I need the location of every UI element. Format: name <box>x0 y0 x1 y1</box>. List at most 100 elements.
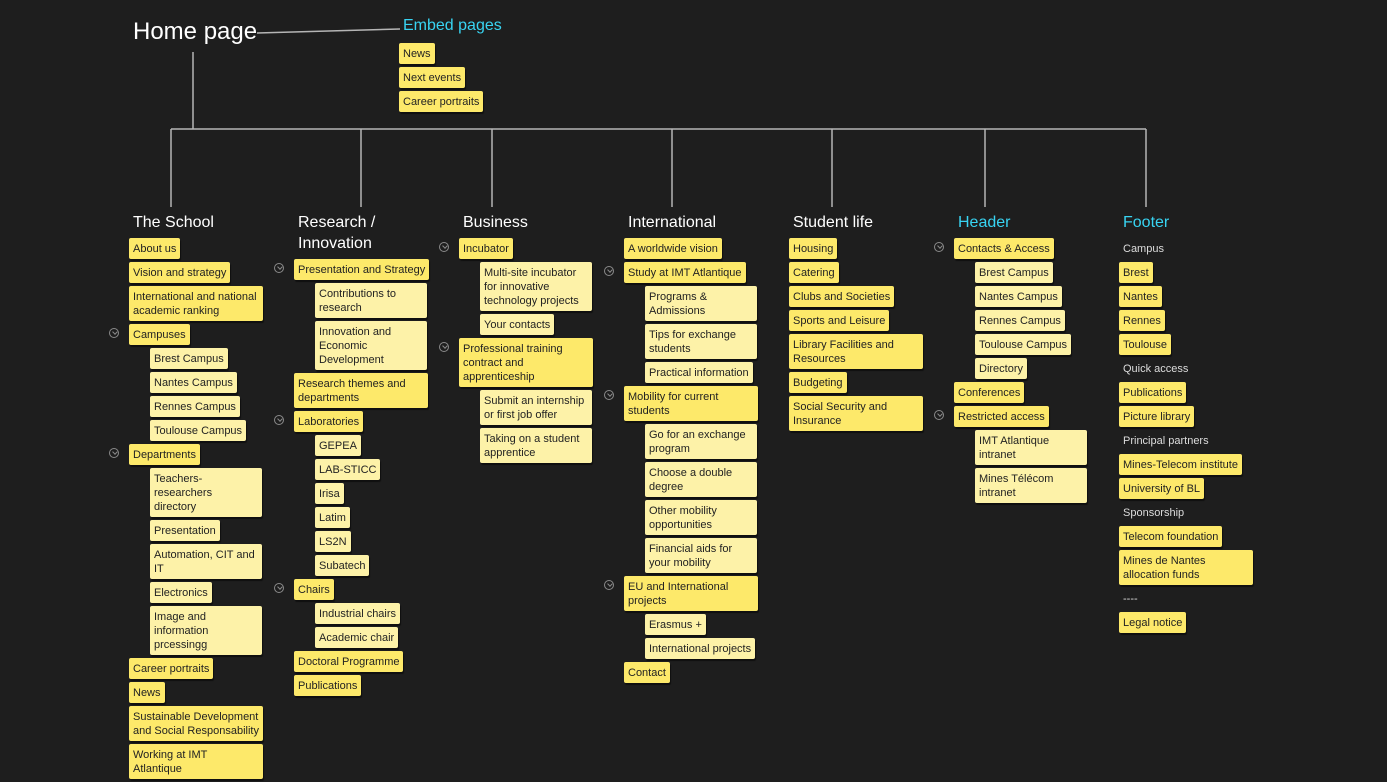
page-node[interactable]: Rennes <box>1119 310 1289 331</box>
subpage-node[interactable]: Automation, CIT and IT <box>150 544 299 579</box>
page-node[interactable]: A worldwide vision <box>624 238 794 259</box>
subpage-node[interactable]: Mines Télécom intranet <box>975 468 1124 503</box>
page-node[interactable]: Career portraits <box>129 658 299 679</box>
subpage-node[interactable]: Practical information <box>645 362 794 383</box>
collapse-toggle-icon[interactable] <box>604 580 614 590</box>
page-node[interactable]: Presentation and Strategy <box>274 259 464 280</box>
page-node[interactable]: Publications <box>1119 382 1289 403</box>
page-node[interactable]: Brest <box>1119 262 1289 283</box>
collapse-toggle-icon[interactable] <box>934 242 944 252</box>
collapse-toggle-icon[interactable] <box>274 415 284 425</box>
page-node[interactable]: Sustainable Development and Social Respo… <box>129 706 299 741</box>
subpage-node[interactable]: Latim <box>315 507 464 528</box>
subpage-node[interactable]: IMT Atlantique intranet <box>975 430 1124 465</box>
subpage-node[interactable]: Electronics <box>150 582 299 603</box>
subpage-node[interactable]: International projects <box>645 638 794 659</box>
subpage-node[interactable]: Choose a double degree <box>645 462 794 497</box>
collapse-toggle-icon[interactable] <box>604 390 614 400</box>
subpage-node[interactable]: Your contacts <box>480 314 629 335</box>
subpage-node[interactable]: Taking on a student apprentice <box>480 428 629 463</box>
subpage-node[interactable]: Programs & Admissions <box>645 286 794 321</box>
page-node[interactable]: Chairs <box>274 579 464 600</box>
subpage-node[interactable]: Brest Campus <box>975 262 1124 283</box>
page-node[interactable]: Publications <box>294 675 464 696</box>
subpage-node[interactable]: Rennes Campus <box>975 310 1124 331</box>
page-node[interactable]: Restricted access <box>934 406 1124 427</box>
subpage-node[interactable]: Directory <box>975 358 1124 379</box>
page-node[interactable]: Library Facilities and Resources <box>789 334 959 369</box>
page-node[interactable]: Departments <box>109 444 299 465</box>
page-node[interactable]: Contacts & Access <box>934 238 1124 259</box>
page-node[interactable]: Toulouse <box>1119 334 1289 355</box>
page-node[interactable]: Working at IMT Atlantique <box>129 744 299 779</box>
collapse-toggle-icon[interactable] <box>934 410 944 420</box>
subpage-node[interactable]: Financial aids for your mobility <box>645 538 794 573</box>
subpage-node[interactable]: Nantes Campus <box>975 286 1124 307</box>
page-node[interactable]: Social Security and Insurance <box>789 396 959 431</box>
embed-item-career-portraits[interactable]: Career portraits <box>399 91 484 112</box>
collapse-toggle-icon[interactable] <box>109 448 119 458</box>
page-node[interactable]: Contact <box>624 662 794 683</box>
page-node[interactable]: University of BL <box>1119 478 1289 499</box>
page-node[interactable]: Sports and Leisure <box>789 310 959 331</box>
collapse-toggle-icon[interactable] <box>274 263 284 273</box>
subpage-node[interactable]: Tips for exchange students <box>645 324 794 359</box>
subpage-node[interactable]: Other mobility opportunities <box>645 500 794 535</box>
collapse-toggle-icon[interactable] <box>439 242 449 252</box>
embed-item-next-events[interactable]: Next events <box>399 67 483 88</box>
subpage-node[interactable]: Toulouse Campus <box>975 334 1124 355</box>
page-node[interactable]: About us <box>129 238 299 259</box>
page-node[interactable]: News <box>129 682 299 703</box>
page-node[interactable]: Mobility for current students <box>604 386 794 421</box>
subpage-node[interactable]: LAB-STICC <box>315 459 464 480</box>
subpage-node[interactable]: Subatech <box>315 555 464 576</box>
page-node[interactable]: Campuses <box>109 324 299 345</box>
subpage-node[interactable]: Multi-site incubator for innovative tech… <box>480 262 629 311</box>
subpage-node[interactable]: Industrial chairs <box>315 603 464 624</box>
page-node[interactable]: Laboratories <box>274 411 464 432</box>
page-node[interactable]: Telecom foundation <box>1119 526 1289 547</box>
subpage-node[interactable]: Academic chair <box>315 627 464 648</box>
node-label: Toulouse Campus <box>975 334 1072 355</box>
collapse-toggle-icon[interactable] <box>274 583 284 593</box>
embed-item-news[interactable]: News <box>399 43 483 64</box>
subpage-node[interactable]: Brest Campus <box>150 348 299 369</box>
collapse-toggle-icon[interactable] <box>109 328 119 338</box>
subpage-node[interactable]: Contributions to research <box>315 283 464 318</box>
page-node[interactable]: Catering <box>789 262 959 283</box>
collapse-toggle-icon[interactable] <box>604 266 614 276</box>
subpage-node[interactable]: Teachers-researchers directory <box>150 468 299 517</box>
subpage-node[interactable]: Erasmus + <box>645 614 794 635</box>
page-node[interactable]: Nantes <box>1119 286 1289 307</box>
subpage-node[interactable]: Presentation <box>150 520 299 541</box>
subpage-node[interactable]: Innovation and Economic Development <box>315 321 464 370</box>
subpage-node[interactable]: LS2N <box>315 531 464 552</box>
page-node[interactable]: International and national academic rank… <box>129 286 299 321</box>
node-label: Library Facilities and Resources <box>789 334 923 369</box>
page-node[interactable]: EU and International projects <box>604 576 794 611</box>
page-node[interactable]: Vision and strategy <box>129 262 299 283</box>
subpage-node[interactable]: Rennes Campus <box>150 396 299 417</box>
page-node[interactable]: Mines-Telecom institute <box>1119 454 1289 475</box>
subpage-node[interactable]: GEPEA <box>315 435 464 456</box>
subpage-node[interactable]: Go for an exchange program <box>645 424 794 459</box>
page-node[interactable]: Mines de Nantes allocation funds <box>1119 550 1289 585</box>
subpage-node[interactable]: Image and information prcessingg <box>150 606 299 655</box>
page-node[interactable]: Conferences <box>954 382 1124 403</box>
page-node[interactable]: Doctoral Programme <box>294 651 464 672</box>
page-node[interactable]: Research themes and departments <box>294 373 464 408</box>
subpage-node[interactable]: Nantes Campus <box>150 372 299 393</box>
subpage-node[interactable]: Submit an internship or first job offer <box>480 390 629 425</box>
page-node[interactable]: Clubs and Societies <box>789 286 959 307</box>
page-node[interactable]: Study at IMT Atlantique <box>604 262 794 283</box>
page-node[interactable]: Professional training contract and appre… <box>439 338 629 387</box>
collapse-toggle-icon[interactable] <box>439 342 449 352</box>
page-node[interactable]: Picture library <box>1119 406 1289 427</box>
page-node[interactable]: Housing <box>789 238 959 259</box>
page-node[interactable]: Incubator <box>439 238 629 259</box>
subpage-node[interactable]: Toulouse Campus <box>150 420 299 441</box>
page-node[interactable]: Legal notice <box>1119 612 1289 633</box>
subpage-node[interactable]: Irisa <box>315 483 464 504</box>
page-node[interactable]: Budgeting <box>789 372 959 393</box>
